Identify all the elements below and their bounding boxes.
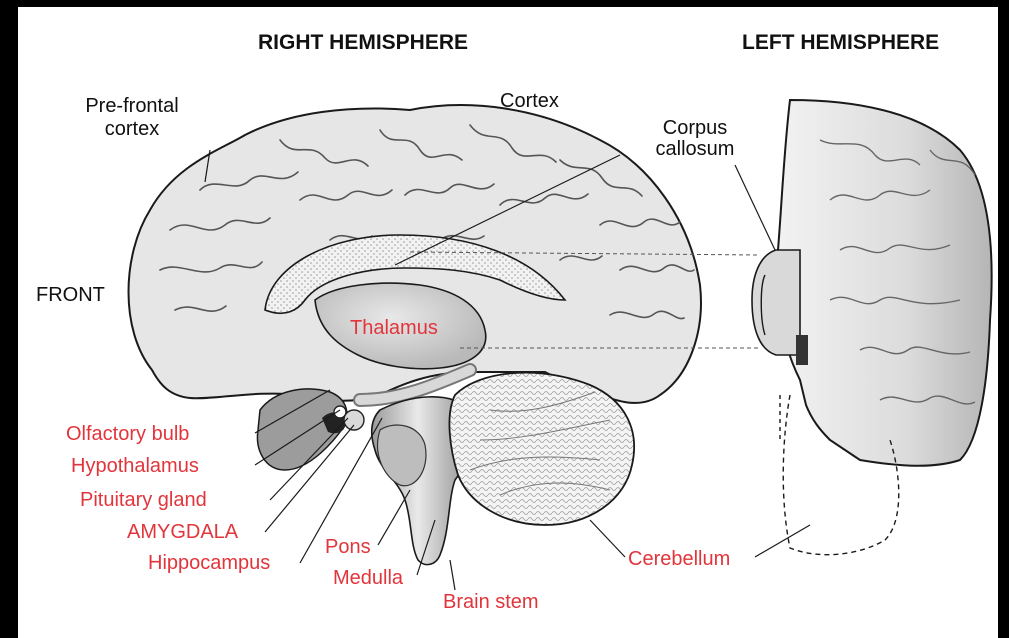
label-medulla: Medulla [333,568,403,589]
right-hemisphere-heading: RIGHT HEMISPHERE [258,32,468,54]
label-corpus-line1: Corpus [650,118,740,139]
label-thalamus: Thalamus [350,318,438,339]
label-prefrontal-line1: Pre-frontal [72,96,192,117]
label-corpus-line2: callosum [650,139,740,160]
label-hippocampus: Hippocampus [148,553,270,574]
left-hemisphere-outline [778,100,992,466]
cerebellum-shape [449,373,634,525]
left-hemisphere-heading: LEFT HEMISPHERE [742,32,939,54]
label-amygdala: AMYGDALA [127,522,238,543]
label-cortex: Cortex [500,91,559,112]
label-pons: Pons [325,537,371,558]
left-hemisphere-drawing [752,100,992,555]
label-prefrontal-line2: cortex [72,119,192,140]
label-cerebellum: Cerebellum [628,549,730,570]
label-brain-stem: Brain stem [443,592,539,613]
label-hypothalamus: Hypothalamus [71,456,199,477]
label-front: FRONT [36,285,105,306]
label-pituitary-gland: Pituitary gland [80,490,207,511]
label-olfactory-bulb: Olfactory bulb [66,424,189,445]
